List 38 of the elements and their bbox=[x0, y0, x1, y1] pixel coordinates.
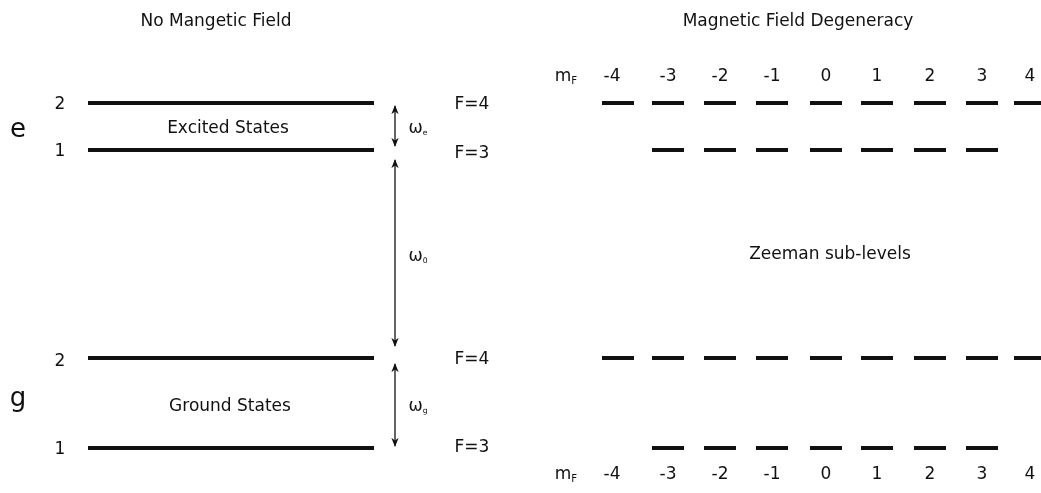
sublevel-number: 4 bbox=[1024, 65, 1036, 85]
level-number: 2 bbox=[54, 350, 66, 370]
panel-heading: No Mangetic Field bbox=[140, 10, 292, 30]
sublevel-number: -4 bbox=[603, 463, 621, 483]
quantum-number-symbol: m$_{F}$ bbox=[554, 65, 578, 87]
sublevel-number: 2 bbox=[924, 65, 936, 85]
state-group-label: Ground States bbox=[169, 395, 291, 415]
frequency-label: ω$_{g}$ bbox=[408, 396, 428, 416]
sublevel-number: -3 bbox=[659, 463, 677, 483]
sublevel-number: 1 bbox=[871, 463, 883, 483]
sublevel-number: -4 bbox=[603, 65, 621, 85]
level-number: 1 bbox=[54, 438, 66, 458]
level-number: 2 bbox=[54, 93, 66, 113]
region-label: Zeeman sub-levels bbox=[749, 243, 911, 263]
quantum-number-symbol: m$_{F}$ bbox=[554, 463, 578, 485]
sublevel-number: 0 bbox=[820, 463, 832, 483]
hyperfine-level-label: F=4 bbox=[454, 348, 490, 368]
frequency-label: ω$_{e}$ bbox=[408, 118, 428, 138]
panel-heading: Magnetic Field Degeneracy bbox=[682, 10, 914, 30]
state-letter: e bbox=[10, 113, 26, 143]
sublevel-number: -1 bbox=[763, 65, 781, 85]
sublevel-number: -2 bbox=[711, 65, 729, 85]
state-group-label: Excited States bbox=[167, 117, 289, 137]
state-letter: g bbox=[9, 382, 27, 412]
sublevel-number: -3 bbox=[659, 65, 677, 85]
sublevel-number: 2 bbox=[924, 463, 936, 483]
sublevel-number: -2 bbox=[711, 463, 729, 483]
sublevel-number: 3 bbox=[976, 463, 988, 483]
sublevel-number: 0 bbox=[820, 65, 832, 85]
hyperfine-level-label: F=3 bbox=[454, 142, 490, 162]
frequency-label: ω$_{0}$ bbox=[408, 246, 428, 266]
sublevel-number: 1 bbox=[871, 65, 883, 85]
sublevel-number: 4 bbox=[1024, 463, 1036, 483]
hyperfine-level-label: F=4 bbox=[454, 93, 490, 113]
hyperfine-level-label: F=3 bbox=[454, 436, 490, 456]
level-number: 1 bbox=[54, 140, 66, 160]
sublevel-number: 3 bbox=[976, 65, 988, 85]
sublevel-number: -1 bbox=[763, 463, 781, 483]
